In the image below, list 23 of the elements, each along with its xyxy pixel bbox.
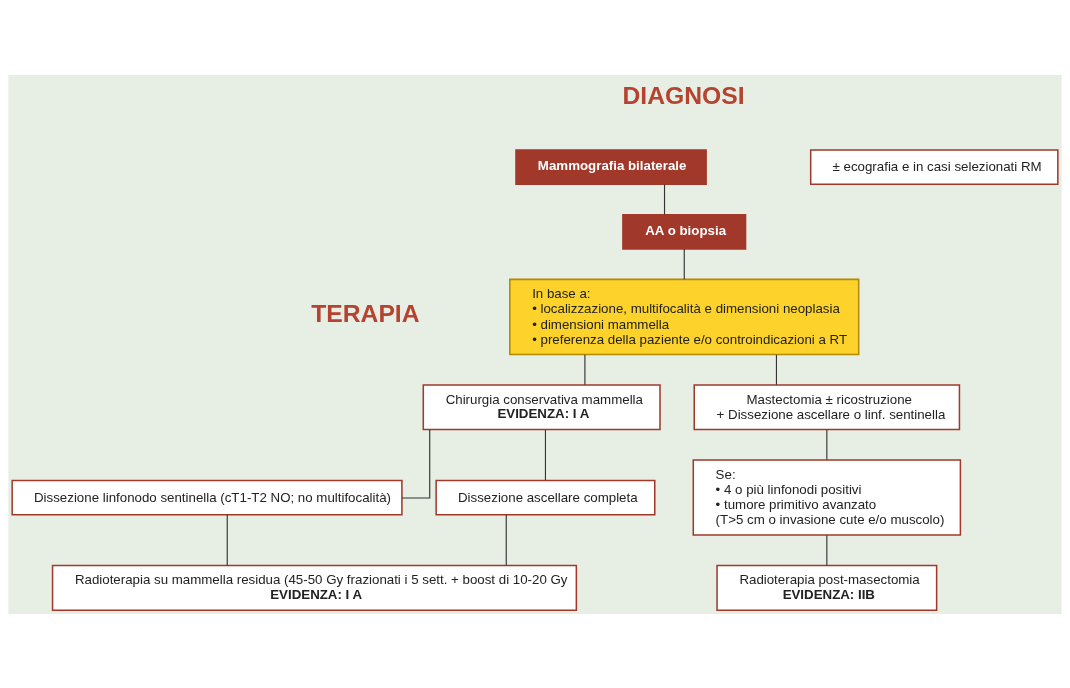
node-box: AA o biopsia (622, 213, 747, 250)
connector (826, 428, 828, 460)
connector (663, 183, 666, 215)
connector (226, 513, 228, 566)
connector (683, 248, 685, 280)
node-box: Mammografia bilaterale (515, 148, 707, 185)
node-box: Mastectomia ± ricostruzione + Dissezione ascellare o linf. sentinella (693, 383, 961, 430)
connector (544, 428, 547, 481)
label: DIAGNOSI (622, 81, 745, 109)
node-box: Se: • 4 o più linfonodi positivi • tumore primitivo avanzato (T>5 cm o invasione cute e/o muscolo) (692, 458, 962, 536)
connector (584, 353, 586, 385)
node-box: Radioterapia su mammella residua (45-50 Gy frazionati i 5 sett. + boost di 10-20 Gy EVIDENZA: I A (51, 564, 578, 611)
node-box: In base a: • localizzazione, multifocalità e dimensioni neoplasia • dimensioni mammella • preferenza della paziente e/o controindicazioni a RT (509, 278, 860, 355)
connector (775, 353, 778, 385)
node-box: Dissezione ascellare completa (435, 479, 656, 515)
node-box: ± ecografia e in casi selezionati RM (809, 148, 1059, 185)
connector (826, 534, 828, 566)
node-box: Dissezione linfonodo sentinella (cT1-T2 NO; no multifocalità) (11, 479, 403, 515)
node-box: Radioterapia post-masectomia EVIDENZA: IIB (716, 564, 938, 611)
node-box: Chirurgia conservativa mammella EVIDENZA: I A (422, 383, 661, 430)
label: TERAPIA (311, 299, 420, 327)
connector (401, 428, 431, 499)
connector (505, 513, 507, 566)
